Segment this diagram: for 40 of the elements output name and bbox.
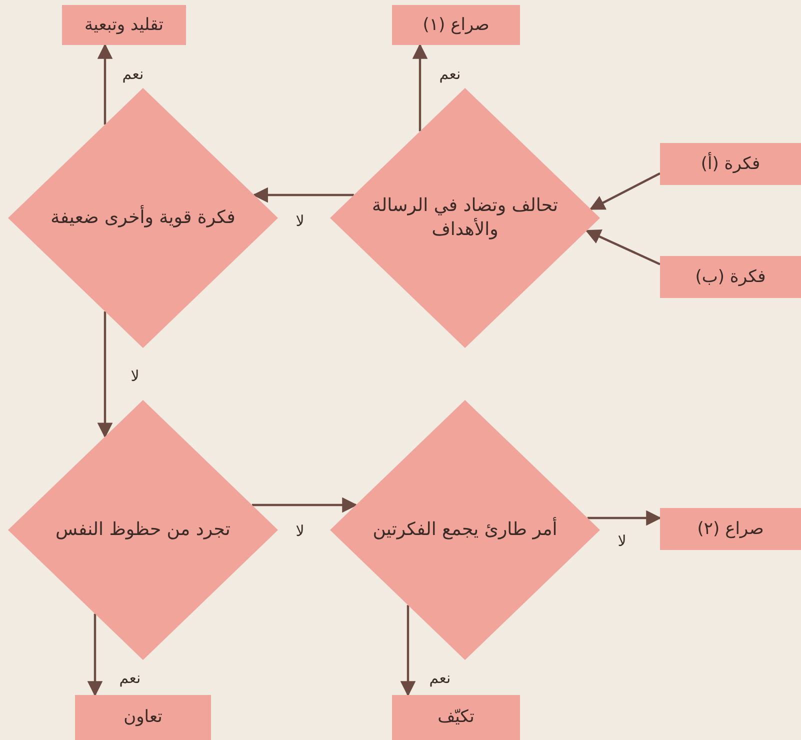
- edge-label: نعم: [119, 669, 141, 687]
- node-text: أمر طارئ يجمع الفكرتين: [372, 518, 558, 542]
- node-text: تكيّف: [438, 706, 474, 729]
- node-text: تجرد من حظوظ النفس: [56, 518, 230, 542]
- node-text: تحالف وتضاد في الرسالة والأهداف: [371, 194, 559, 242]
- decision-diamond: [330, 400, 600, 660]
- edge-label: نعم: [429, 669, 451, 687]
- edge-label: لا: [618, 532, 626, 550]
- node-text: تقليد وتبعية: [84, 14, 164, 36]
- arrow: [97, 311, 113, 438]
- node-text: صراع (١): [422, 14, 490, 36]
- node-text: فكرة قوية وأخرى ضعيفة: [50, 206, 236, 230]
- edge-label: لا: [296, 522, 304, 540]
- arrow: [87, 614, 103, 697]
- result-box: [75, 695, 211, 740]
- arrow: [97, 43, 113, 125]
- node-text: فكرة (ب): [695, 266, 766, 288]
- node-text: صراع (٢): [697, 518, 764, 540]
- arrow: [252, 187, 354, 203]
- arrow: [585, 230, 660, 266]
- edge-label: لا: [296, 212, 304, 230]
- decision-diamond: [8, 88, 278, 348]
- result-box: [660, 256, 801, 298]
- arrow: [400, 605, 416, 697]
- arrow: [412, 43, 428, 132]
- result-box: [62, 5, 186, 45]
- node-text: تعاون: [124, 706, 162, 729]
- result-box: [660, 508, 801, 550]
- edge-label: لا: [130, 367, 140, 385]
- result-box: [660, 143, 801, 185]
- decision-diamond: [8, 400, 278, 660]
- decision-diamond: [330, 88, 600, 348]
- arrow: [589, 172, 660, 210]
- arrow: [252, 497, 358, 513]
- result-box: [392, 695, 520, 740]
- arrow: [588, 510, 662, 526]
- result-box: [392, 5, 520, 45]
- edge-label: نعم: [439, 65, 461, 83]
- node-text: فكرة (أ): [700, 152, 760, 176]
- edge-label: نعم: [122, 65, 144, 83]
